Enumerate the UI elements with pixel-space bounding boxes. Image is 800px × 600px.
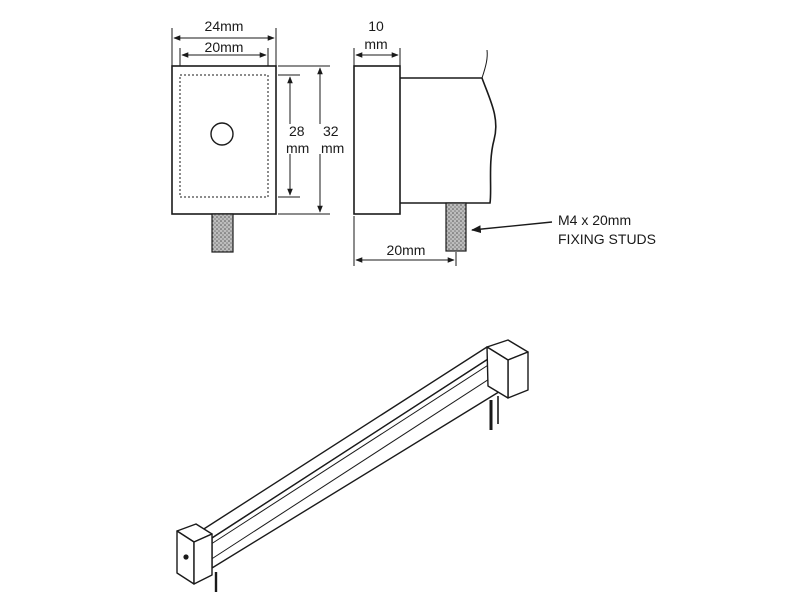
side-view: 10 mm 20mm M4 x 20mm FIXING STUDS (353, 18, 656, 266)
dim-height-inner-bg (281, 124, 301, 154)
side-stud (445, 202, 467, 252)
iso-rail-edge-b (209, 371, 501, 561)
dim-height-outer-unit: mm (321, 140, 344, 156)
dim-height-inner-value: 28 (289, 123, 305, 139)
front-stud (211, 213, 234, 253)
stud-label-line2: FIXING STUDS (558, 231, 656, 247)
end-cap-inner-recess (179, 74, 269, 198)
dim-width-inner-label: 20mm (205, 39, 244, 55)
dim-height-outer-value: 32 (323, 123, 339, 139)
isometric-view (176, 339, 529, 592)
dim-thickness-unit: mm (364, 36, 387, 52)
dim-width-outer-label: 24mm (205, 18, 244, 34)
iso-rail-top-face (195, 346, 503, 539)
iso-fixing-hole (183, 554, 189, 560)
dim-height-outer-bg (314, 124, 352, 154)
stud-label-line1: M4 x 20mm (558, 212, 631, 228)
rail-break-top (481, 49, 488, 79)
iso-rail-edge-a (204, 359, 497, 549)
dim-stud-offset-label: 20mm (387, 242, 426, 258)
rail-body-side (400, 77, 497, 204)
iso-end-cap-near-side (193, 533, 213, 585)
iso-end-cap-far-front (486, 346, 509, 399)
front-view: 24mm 20mm 28 mm 32 mm (171, 18, 352, 253)
stud-leader-arrow (471, 221, 553, 234)
end-cap-side (353, 65, 401, 215)
dim-thickness-value: 10 (368, 18, 384, 34)
iso-end-cap-far-side (507, 351, 529, 399)
iso-rail-front-face (211, 349, 503, 569)
fixing-hole (210, 122, 234, 146)
dim-height-inner-unit: mm (286, 140, 309, 156)
